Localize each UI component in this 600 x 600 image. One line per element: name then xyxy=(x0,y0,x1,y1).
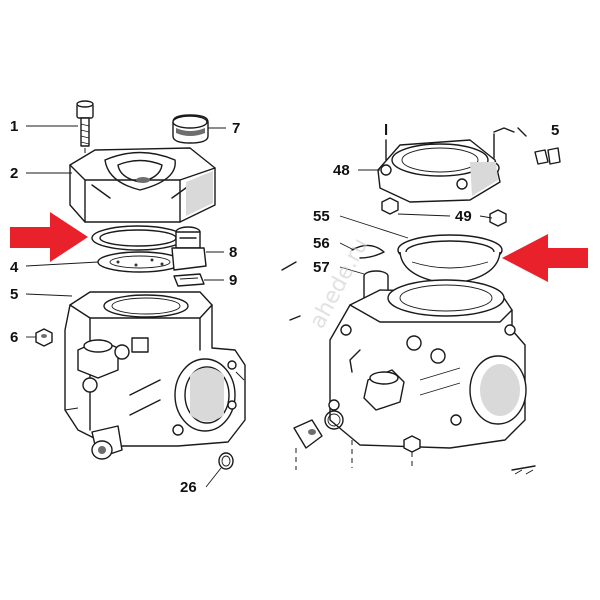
part-55-diaphragm xyxy=(397,234,503,285)
callout-49: 49 xyxy=(455,208,472,225)
right-lower-parts xyxy=(281,261,536,475)
part-6-nut xyxy=(35,328,53,347)
callout-numbers: 1 2 7 4 8 9 5 6 26 48 49 55 56 57 xyxy=(10,118,472,496)
part-26-oring xyxy=(218,452,234,470)
callout-4: 4 xyxy=(10,259,19,276)
part-2-cover xyxy=(69,147,216,223)
left-assembly xyxy=(10,100,246,488)
callout-48: 48 xyxy=(333,162,350,179)
callout-57: 57 xyxy=(313,259,330,276)
callout-1: 1 xyxy=(10,118,18,135)
part-57-fitting xyxy=(363,270,389,301)
callout-6: 6 xyxy=(10,329,18,346)
part-1-bolt xyxy=(76,100,94,168)
callout-56: 56 xyxy=(313,235,330,252)
part-7-cap xyxy=(172,114,209,144)
callout-55: 55 xyxy=(313,208,330,225)
part-49-nuts xyxy=(381,197,507,227)
part-9-plate xyxy=(173,273,205,287)
arrow-diaphragm-55 xyxy=(502,234,588,282)
right-leader-lines xyxy=(339,169,493,275)
callout-7: 7 xyxy=(232,120,240,137)
right-cover xyxy=(377,133,561,203)
part-8-fitting xyxy=(171,226,207,271)
cut-label-b: 5 xyxy=(551,122,559,139)
right-body xyxy=(328,279,527,449)
left-leader-lines xyxy=(25,125,226,488)
part-5-body xyxy=(64,291,246,460)
part-4-gasket xyxy=(91,225,185,273)
callout-5: 5 xyxy=(10,286,18,303)
callout-26: 26 xyxy=(180,479,197,496)
cut-label-a: l xyxy=(384,122,388,139)
arrow-gasket-4 xyxy=(10,212,88,262)
callout-9: 9 xyxy=(229,272,237,289)
right-assembly: l 5 xyxy=(281,122,588,475)
callout-8: 8 xyxy=(229,244,237,261)
callout-2: 2 xyxy=(10,165,18,182)
part-56-clip xyxy=(351,244,385,259)
